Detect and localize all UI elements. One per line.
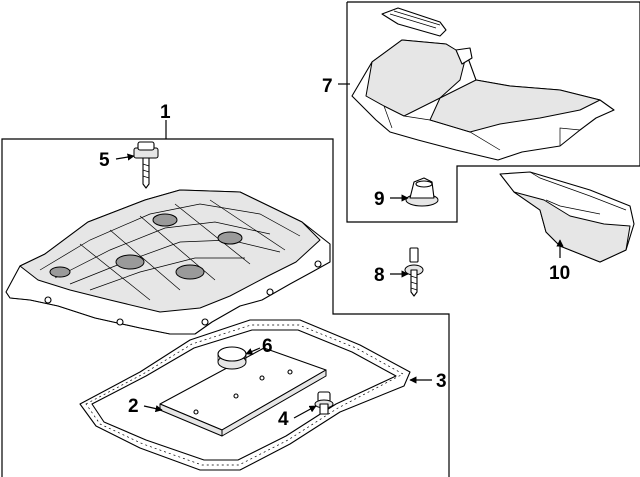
pan-bolt-part [133, 141, 159, 189]
oil-pan-part [5, 189, 331, 335]
grommet-part [405, 177, 439, 207]
leader-4 [293, 405, 317, 419]
leader-2 [143, 405, 163, 413]
upper-insulator-part [351, 7, 615, 161]
group-frame-right [346, 1, 640, 223]
seal-part [217, 346, 247, 370]
drain-plug-part [314, 391, 334, 415]
callout-8: 8 [374, 265, 385, 286]
stud-part [404, 247, 424, 297]
callout-9: 9 [374, 189, 385, 210]
callout-3: 3 [436, 371, 447, 392]
leader-5 [115, 153, 135, 161]
group-frame-left [1, 138, 450, 477]
callout-2: 2 [128, 396, 139, 417]
callout-4: 4 [278, 409, 289, 430]
callout-6: 6 [262, 336, 273, 357]
callout-7: 7 [322, 76, 333, 97]
callout-10: 10 [549, 263, 570, 284]
side-insulator-part [499, 171, 635, 263]
callout-1: 1 [160, 102, 171, 123]
leader-6 [245, 347, 261, 355]
callout-5: 5 [99, 150, 110, 171]
